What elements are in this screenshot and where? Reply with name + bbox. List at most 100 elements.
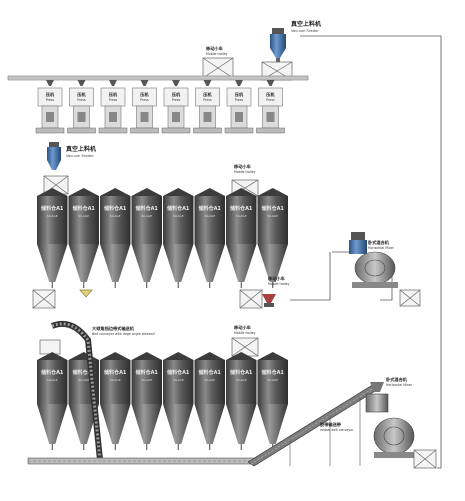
press-base (193, 127, 222, 134)
vacuum-feeder-top-label: 真空上料机 (291, 20, 321, 28)
silo-cone (194, 404, 225, 444)
press-hopper (140, 80, 149, 86)
floor-conveyor (27, 457, 259, 465)
press-window (109, 112, 117, 122)
silo-cone (226, 404, 257, 444)
press-label: 压机 (172, 91, 181, 98)
press-base (256, 127, 285, 134)
silo-label: 储料仓A1 (73, 205, 96, 212)
press-label-en: Press (266, 98, 275, 102)
silo-body (68, 196, 99, 244)
silo-body (163, 196, 194, 244)
silo-roof (100, 352, 131, 360)
press-label: 压机 (203, 91, 212, 98)
press-label-en: Press (172, 98, 181, 102)
silo-label: 储料仓A1 (199, 369, 222, 376)
silo-label: 储料仓A1 (41, 369, 64, 376)
press-base (67, 127, 96, 134)
vacuum-feeder-top (270, 28, 286, 63)
vacuum-feeder-mid (47, 142, 61, 170)
silo-body (37, 360, 68, 404)
mobile-trolley-mid-label: 移动小车 (234, 163, 252, 170)
press-label: 压机 (235, 91, 244, 98)
press-head (163, 87, 189, 107)
silo-cone (37, 244, 68, 282)
silo-row-1: 储料仓A1SILAGE储料仓A1SILAGE储料仓A1SILAGE储料仓A1SI… (37, 188, 288, 288)
silo-roof (37, 352, 68, 360)
vacuum-feeder-mid-label: 真空上料机 (66, 145, 96, 153)
press-head (69, 87, 94, 107)
under-silo-frames-1 (32, 289, 263, 309)
silo-cone (100, 404, 131, 444)
press-hopper (172, 80, 180, 86)
press-head (195, 87, 220, 107)
silo-label: 储料仓A1 (104, 369, 127, 376)
press-head (258, 87, 283, 107)
silo-cone (257, 244, 288, 282)
horizontal-mixer-top-label: 卧式混合机 (368, 239, 390, 246)
silo-roof (257, 188, 288, 196)
press-label-en: Press (140, 98, 149, 102)
silo-label: 储料仓A1 (167, 205, 190, 212)
silo-body (194, 360, 225, 404)
silo-sub-label: SILAGE (110, 378, 121, 382)
silo-body (226, 360, 257, 404)
press-hopper (109, 80, 117, 86)
silo-body (226, 196, 257, 244)
silo-label: 储料仓A1 (136, 369, 159, 376)
press-base (130, 127, 159, 134)
silo-cone (226, 244, 257, 282)
press-label-en: Press (46, 98, 55, 102)
silo-body (131, 196, 162, 244)
silo-body (194, 196, 225, 244)
press-window (203, 112, 212, 122)
silo-label: 储料仓A1 (230, 205, 253, 212)
mobile-trolley-mid-en: Mobile trolley (234, 170, 256, 174)
mobile-trolley-bottom (39, 337, 259, 357)
silo-roof (68, 188, 99, 196)
horizontal-mixer-bottom-label: 卧式混合机 (386, 376, 408, 383)
silo-sub-label: SILAGE (47, 214, 58, 218)
silo-label: 储料仓A1 (136, 205, 159, 212)
silo-body (37, 196, 68, 244)
silo-sub-label: SILAGE (141, 214, 152, 218)
silo-roof (194, 188, 225, 196)
press-window (46, 112, 54, 122)
silo-cone (163, 244, 194, 282)
silo-body (100, 196, 131, 244)
press-head (132, 87, 157, 107)
silo-roof (100, 188, 131, 196)
press-base (98, 127, 128, 134)
press-label: 压机 (46, 91, 55, 98)
press-window (266, 112, 275, 122)
horizontal-mixer-bottom-en: Horizontal Mixer (386, 383, 413, 387)
silo-sub-label: SILAGE (204, 214, 215, 218)
press-label-en: Press (77, 98, 86, 102)
silo-cone (194, 244, 225, 282)
press-hopper (266, 80, 275, 86)
silo-sub-label: SILAGE (173, 214, 184, 218)
press-label-en: Press (109, 98, 118, 102)
silo-sub-label: SILAGE (236, 214, 247, 218)
silo-roof (37, 188, 68, 196)
press-window (77, 112, 86, 122)
silo-roof (226, 352, 257, 360)
silo-sub-label: SILAGE (173, 378, 184, 382)
press-label: 压机 (140, 91, 149, 98)
press-row: 压机Press压机Press压机Press压机Press压机Press压机Pre… (35, 80, 285, 134)
press-rail (7, 75, 309, 81)
transfer-pipe (290, 35, 442, 469)
silo-sub-label: SILAGE (47, 378, 58, 382)
